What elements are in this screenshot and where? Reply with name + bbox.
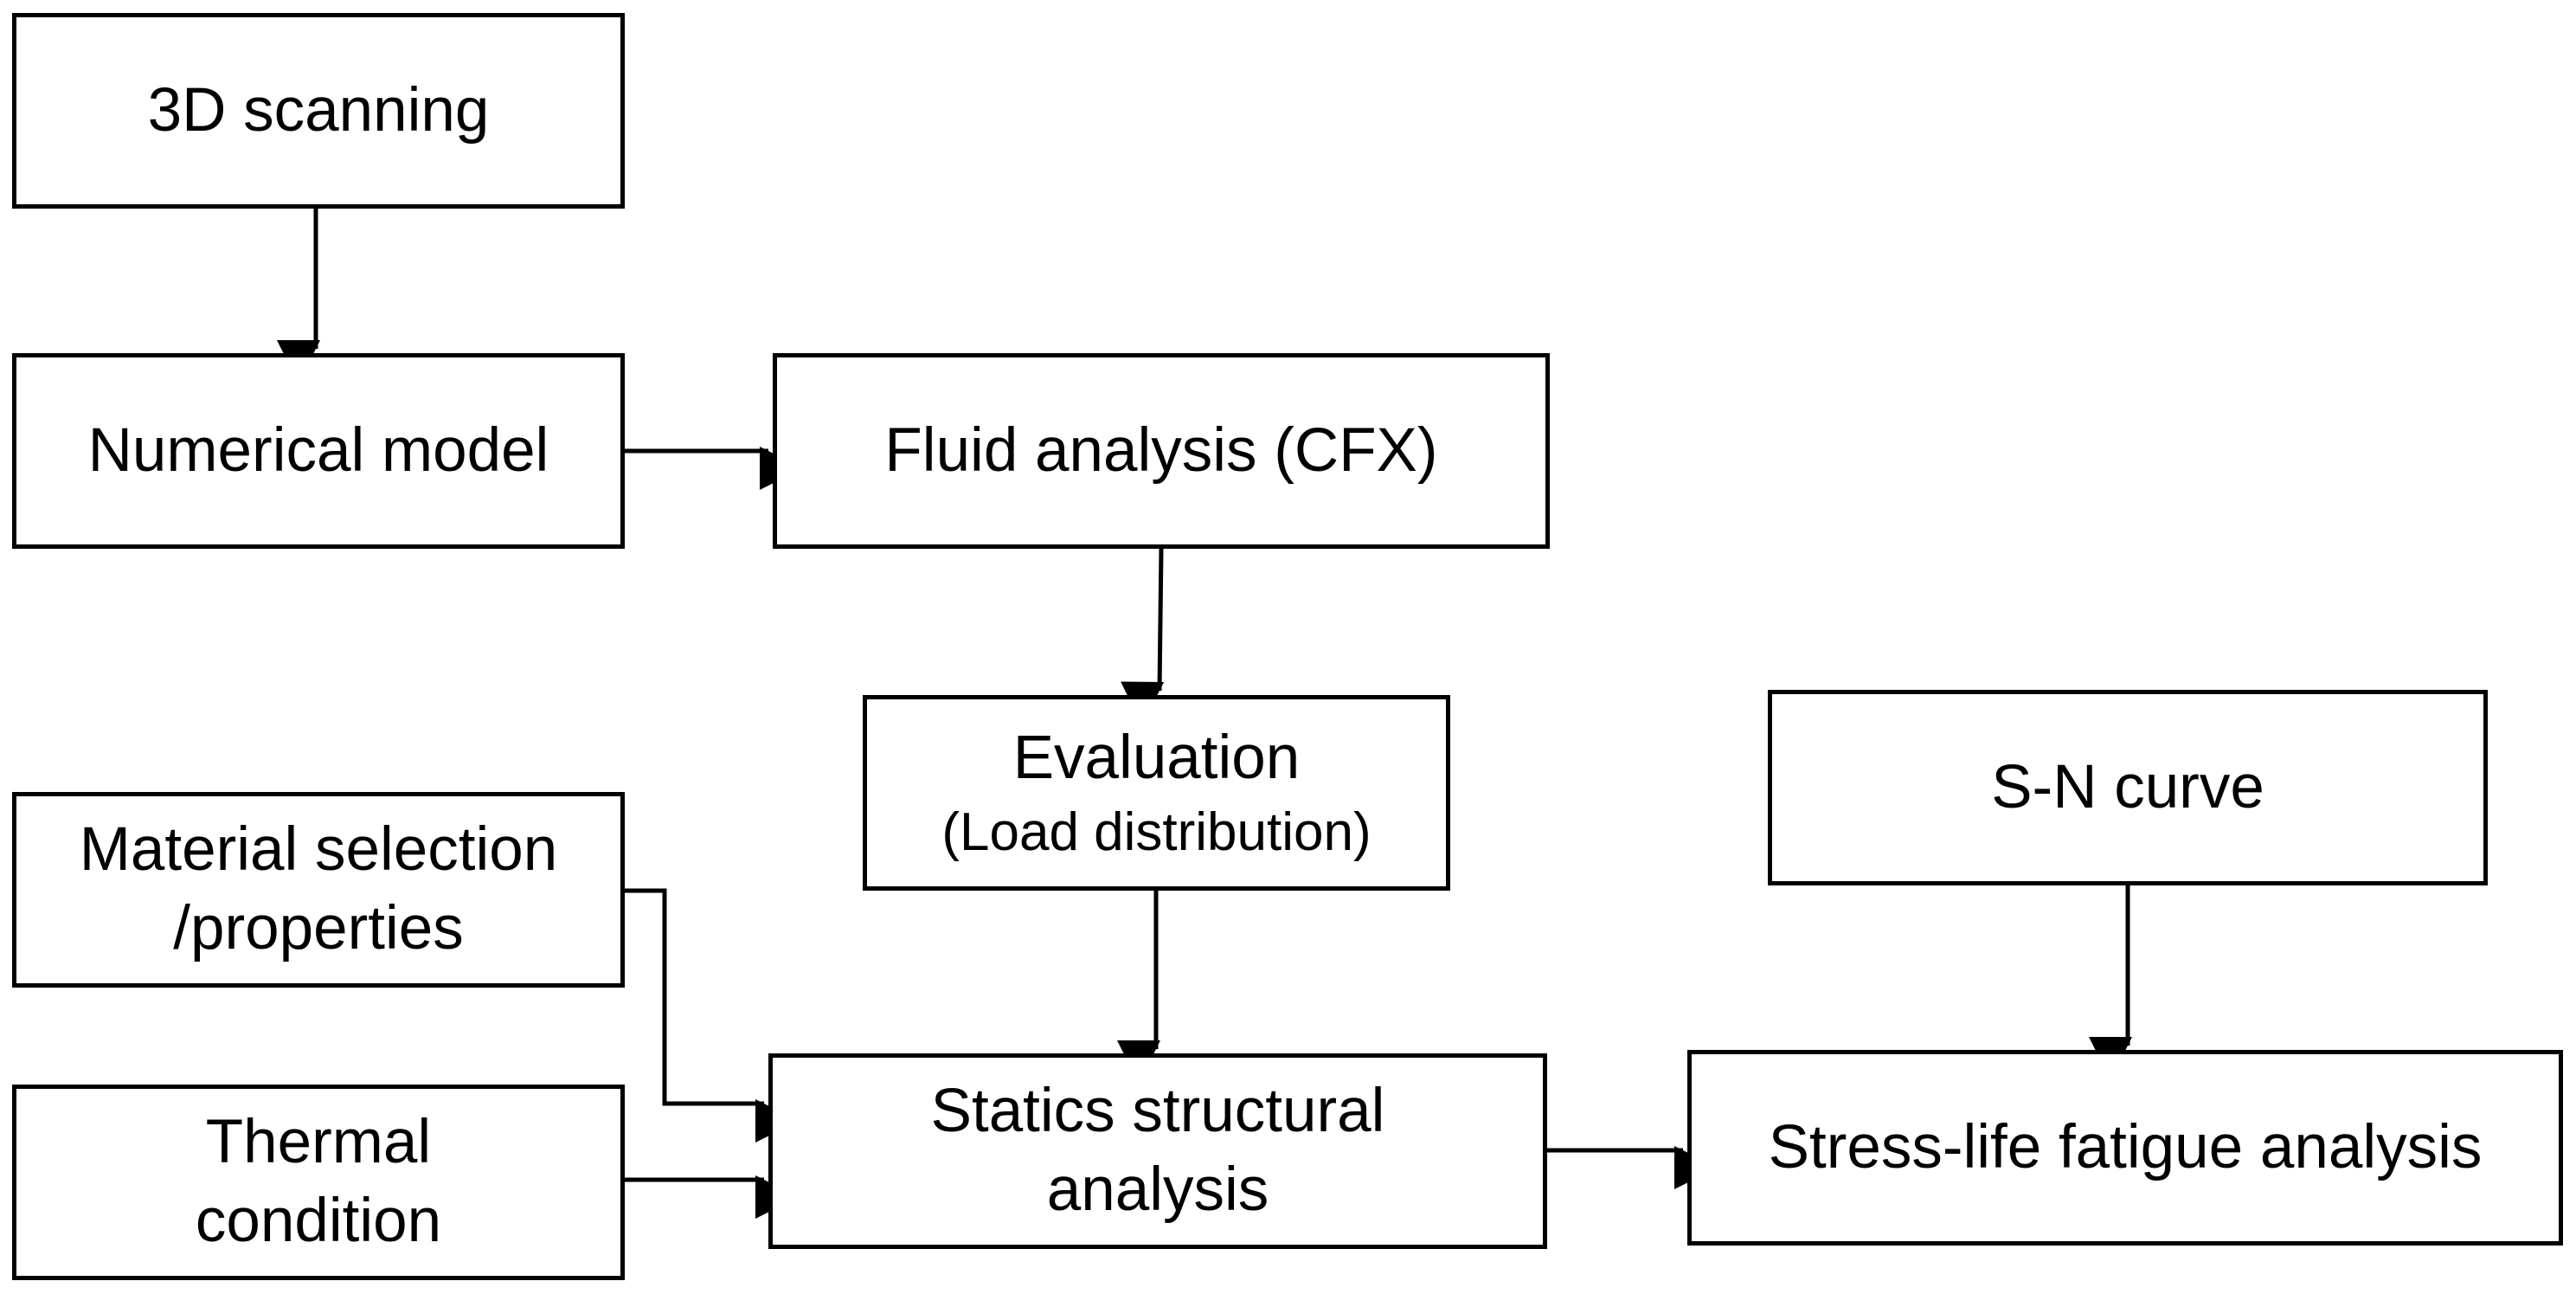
- node-stress-life-fatigue-analysis: Stress-life fatigue analysis: [1687, 1050, 2563, 1246]
- node-thermal-condition-line2: condition: [195, 1187, 442, 1255]
- node-sn-curve-label: S-N curve: [1991, 752, 2264, 821]
- node-fluid-analysis-label: Fluid analysis (CFX): [884, 415, 1438, 485]
- node-3d-scanning: 3D scanning: [12, 13, 625, 209]
- node-thermal-condition-line1: Thermal: [205, 1108, 432, 1177]
- node-3d-scanning-label: 3D scanning: [147, 75, 490, 145]
- node-evaluation-title: Evaluation: [1012, 723, 1301, 792]
- node-evaluation: Evaluation (Load distribution): [863, 695, 1450, 891]
- arrow-fluid-analysis-to-evaluation: [1121, 548, 1165, 725]
- node-statics-line2: analysis: [1046, 1156, 1269, 1224]
- node-statics-structural-analysis: Statics structural analysis: [768, 1053, 1547, 1249]
- node-numerical-model-label: Numerical model: [87, 415, 549, 485]
- node-evaluation-subtitle: (Load distribution): [941, 802, 1372, 862]
- node-material-selection-line1: Material selection: [79, 815, 558, 885]
- arrow-material-to-statics: [625, 888, 799, 1143]
- node-numerical-model: Numerical model: [12, 353, 625, 549]
- node-material-selection-line2: /properties: [173, 894, 464, 962]
- node-sn-curve: S-N curve: [1768, 690, 2488, 885]
- node-fatigue-label: Stress-life fatigue analysis: [1768, 1112, 2483, 1181]
- node-material-selection: Material selection /properties: [12, 792, 625, 988]
- node-statics-line1: Statics structural: [930, 1077, 1385, 1146]
- node-thermal-condition: Thermal condition: [12, 1085, 625, 1280]
- node-fluid-analysis: Fluid analysis (CFX): [773, 353, 1550, 549]
